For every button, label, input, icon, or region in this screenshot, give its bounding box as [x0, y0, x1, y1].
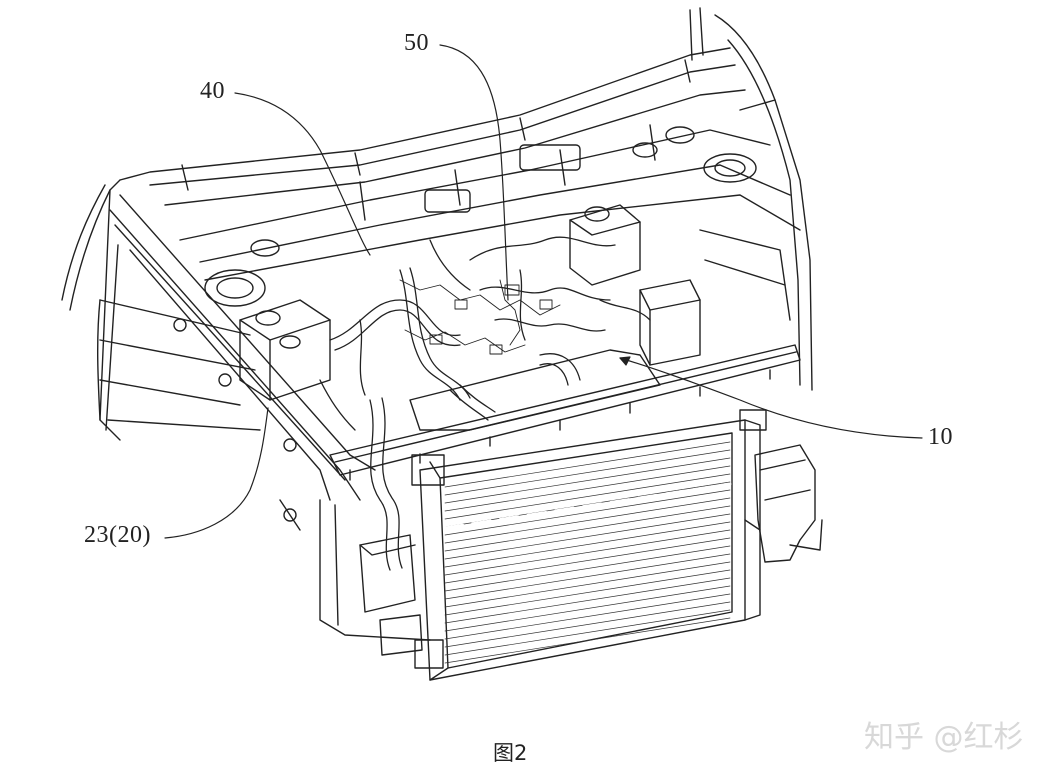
wiring-harness [399, 279, 561, 355]
coolant-reservoir-right [569, 204, 641, 286]
coolant-hoses [319, 236, 651, 571]
right-fender-outline [689, 7, 813, 391]
leader-40 [234, 92, 371, 256]
leader-10 [619, 357, 923, 439]
radiator-split-line [443, 482, 732, 530]
strut-tower-left [204, 239, 280, 307]
callout-23-20: 23(20) [84, 522, 151, 548]
lower-right-bracket [744, 444, 823, 563]
lower-left-support [279, 499, 431, 656]
watermark: 知乎 @红杉 [864, 720, 1024, 755]
arrow-head-10 [619, 356, 631, 366]
leader-23 [164, 407, 269, 539]
right-bracket-block [639, 229, 791, 366]
callout-40: 40 [200, 78, 225, 104]
figure-caption: 图2 [493, 741, 528, 765]
radiator-frame [411, 409, 767, 681]
cowl-panel [119, 47, 801, 281]
front-tray [409, 349, 661, 431]
leader-lines [164, 44, 923, 539]
left-fender-outline [61, 179, 121, 441]
leader-50 [439, 44, 509, 301]
callout-50: 50 [404, 30, 429, 56]
front-cross-member [329, 344, 801, 481]
coolant-reservoir-left [239, 299, 331, 401]
left-longitudinal-rail [99, 194, 376, 501]
callout-10: 10 [928, 424, 953, 450]
strut-tower-right [632, 126, 757, 183]
radiator-core [444, 441, 731, 664]
